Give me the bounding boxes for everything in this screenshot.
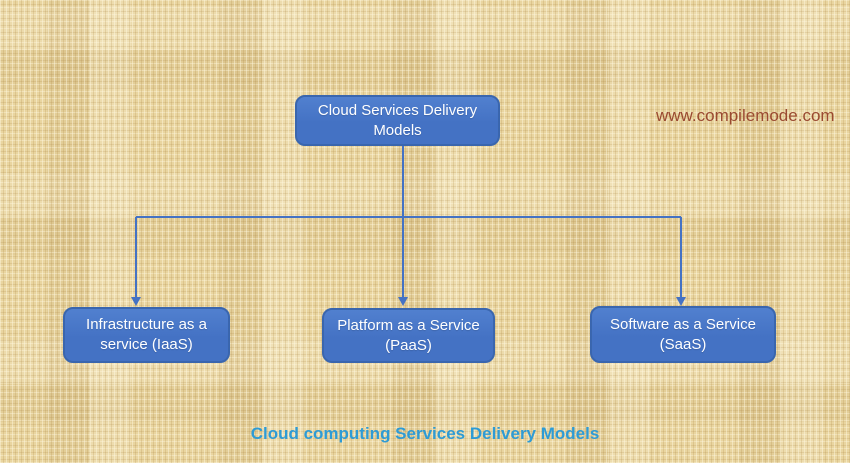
node-iaas-label: Infrastructure as a service (IaaS) <box>86 316 207 353</box>
node-paas-label: Platform as a Service (PaaS) <box>337 316 480 354</box>
node-iaas: Infrastructure as a service (IaaS) <box>63 307 230 363</box>
node-paas: Platform as a Service (PaaS) <box>322 308 495 363</box>
node-saas-label: Software as a Service (SaaS) <box>610 315 756 353</box>
arrowhead-right-icon <box>676 297 686 306</box>
watermark: www.compilemode.com <box>656 106 835 125</box>
node-saas: Software as a Service (SaaS) <box>590 306 776 363</box>
arrowhead-middle-icon <box>398 297 408 306</box>
diagram-caption: Cloud computing Services Delivery Models <box>250 424 600 443</box>
node-root-label: Cloud Services Delivery Models <box>317 101 478 139</box>
arrowhead-left-icon <box>131 297 141 306</box>
node-root: Cloud Services Delivery Models <box>295 95 500 146</box>
